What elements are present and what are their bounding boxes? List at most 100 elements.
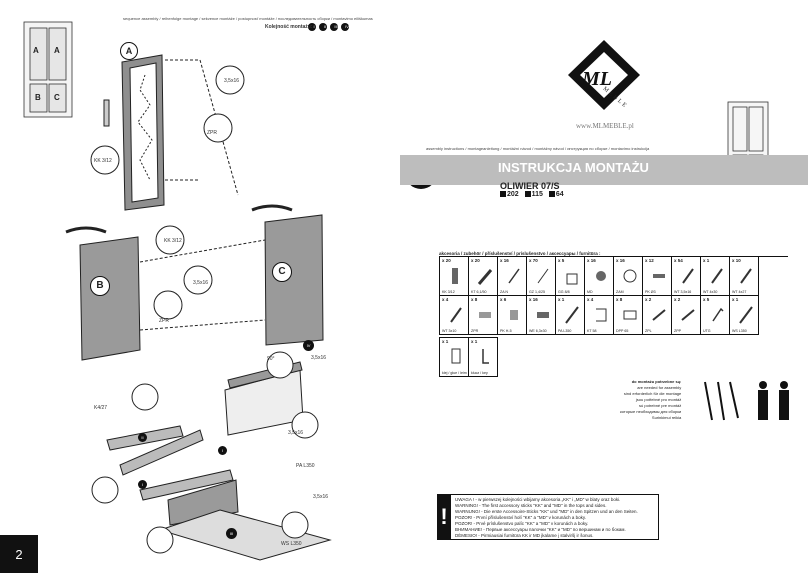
accessory-cell: x 20 KK 3/12 [440, 257, 469, 296]
wood-screw-icon [738, 266, 754, 291]
accessory-code: DPP 65 [616, 329, 629, 333]
accessory-qty: x 1 [471, 339, 478, 344]
accessory-qty: x 2 [645, 297, 652, 302]
dowel-icon [448, 266, 462, 291]
accessory-qty: x 16 [587, 258, 596, 263]
shelf-support-icon [506, 305, 522, 330]
accessory-qty: x 16 [616, 258, 625, 263]
accessory-qty: x 70 [529, 258, 538, 263]
accessory-qty: x 54 [674, 258, 683, 263]
sequence-step: IV [345, 24, 349, 29]
warning-icon: ! [437, 494, 451, 540]
accessory-code: KT 6,1/50 [471, 290, 487, 294]
accessory-code: KT 58 [587, 329, 597, 333]
tools-line: Surinkimui reikia [651, 415, 682, 420]
sequence-step: II [323, 24, 327, 29]
confirmat-screw-icon [477, 266, 493, 291]
bracket-icon [477, 305, 493, 330]
dim-height: 202 [507, 191, 519, 198]
accessory-cell-empty [759, 257, 788, 296]
accessory-cell-empty [759, 296, 788, 335]
part-code: 90° [267, 356, 275, 362]
warning-line: UWAGA ! - w pierwszej kolejności wbijamy… [455, 497, 621, 502]
accessory-qty: x 1 [442, 339, 449, 344]
allen-key-icon [477, 347, 493, 372]
accessory-code: WE 6,3x30 [529, 329, 547, 333]
accessory-code: KK 3/12 [442, 290, 455, 294]
accessory-qty: x 1 [558, 297, 565, 302]
accessory-code: WT 4x27 [732, 290, 747, 294]
warning-line: POZOR! - První příslušenství holí "KK" a… [455, 515, 587, 520]
accessory-code: ZAM [616, 290, 624, 294]
door-a-drawing [103, 54, 239, 211]
model-name: OLIWIER 07/S [500, 181, 560, 191]
accessory-qty: x 5 [558, 258, 565, 263]
accessory-code: PA L350 [558, 329, 572, 333]
connector-icon [593, 266, 609, 291]
accessory-qty: x 20 [442, 258, 451, 263]
wood-screw-icon [709, 266, 725, 291]
warning-line: ВНИМАНИЕ! - Первые аксессуары палочки "K… [455, 527, 626, 532]
accessory-qty: x 16 [500, 258, 509, 263]
tools-needed-text: do montażu potrzebne są: are needed for … [620, 379, 681, 421]
sequence-step: I [313, 24, 315, 29]
accessory-cell: x 16 ZAM [614, 257, 643, 296]
sequence-label: Kolejność montażu: [265, 24, 313, 30]
part-code: 3,5x16 [288, 430, 304, 436]
accessory-qty: x 1 [732, 297, 739, 302]
ml-logo [568, 40, 640, 110]
tools-line: do montażu potrzebne są: [631, 379, 682, 384]
tools-line: are needed for assembly [637, 385, 682, 390]
accessory-qty: x 4 [587, 297, 594, 302]
step-label-ii: II [138, 433, 147, 442]
warning-line: DĖMESIO! - Pirmiausiai furnitūra KK ir M… [455, 533, 594, 538]
accessory-code: WT 4x30 [703, 290, 718, 294]
accessory-cell: x 12 PK Ø3 [643, 257, 672, 296]
accessory-qty: x 4 [442, 297, 449, 302]
part-code: 3,5x16 [311, 355, 327, 361]
part-code: PA L350 [296, 463, 315, 469]
part-code: ZPR [159, 318, 169, 324]
part-code: KK 3/12 [94, 158, 112, 164]
tools-line: jsou potřebné pro montáž [635, 397, 682, 402]
dim-width: 115 [531, 191, 543, 198]
accessory-qty: x 12 [645, 258, 654, 263]
step-label-iv: IV [303, 340, 314, 351]
part-code: K4/27 [94, 405, 108, 411]
warning-line: POZOR! - Prvé príslušenstvo palíc "KK" a… [455, 521, 589, 526]
dimensions: 202 115 64 [500, 191, 568, 198]
drawer-frame-drawing [106, 361, 332, 561]
part-code: WS L350 [281, 541, 302, 547]
accessories-title: akcesoria / zubehör / příslušenství / pr… [439, 251, 601, 256]
sequence-step: III [334, 24, 338, 29]
euro-screw-icon [535, 305, 551, 330]
overview-cabinet [23, 21, 73, 118]
runner-left-icon [651, 305, 667, 330]
accessory-qty: x 16 [529, 297, 538, 302]
step-label-b: B [90, 276, 110, 296]
people-silhouettes [758, 381, 789, 420]
part-code: 3,5x16 [313, 494, 329, 500]
dim-depth: 64 [555, 191, 564, 198]
accessory-code: PK Ø3 [645, 290, 656, 294]
accessory-cell: x 1 PA L350 [556, 296, 585, 335]
rod-icon [738, 305, 754, 330]
depth-icon [548, 191, 555, 197]
step-label-i-2: I [218, 446, 227, 455]
step-label-a: A [120, 42, 138, 60]
runner-right-icon [680, 305, 696, 330]
part-code: KK 3/12 [164, 238, 182, 244]
step-label-c: C [272, 262, 292, 282]
